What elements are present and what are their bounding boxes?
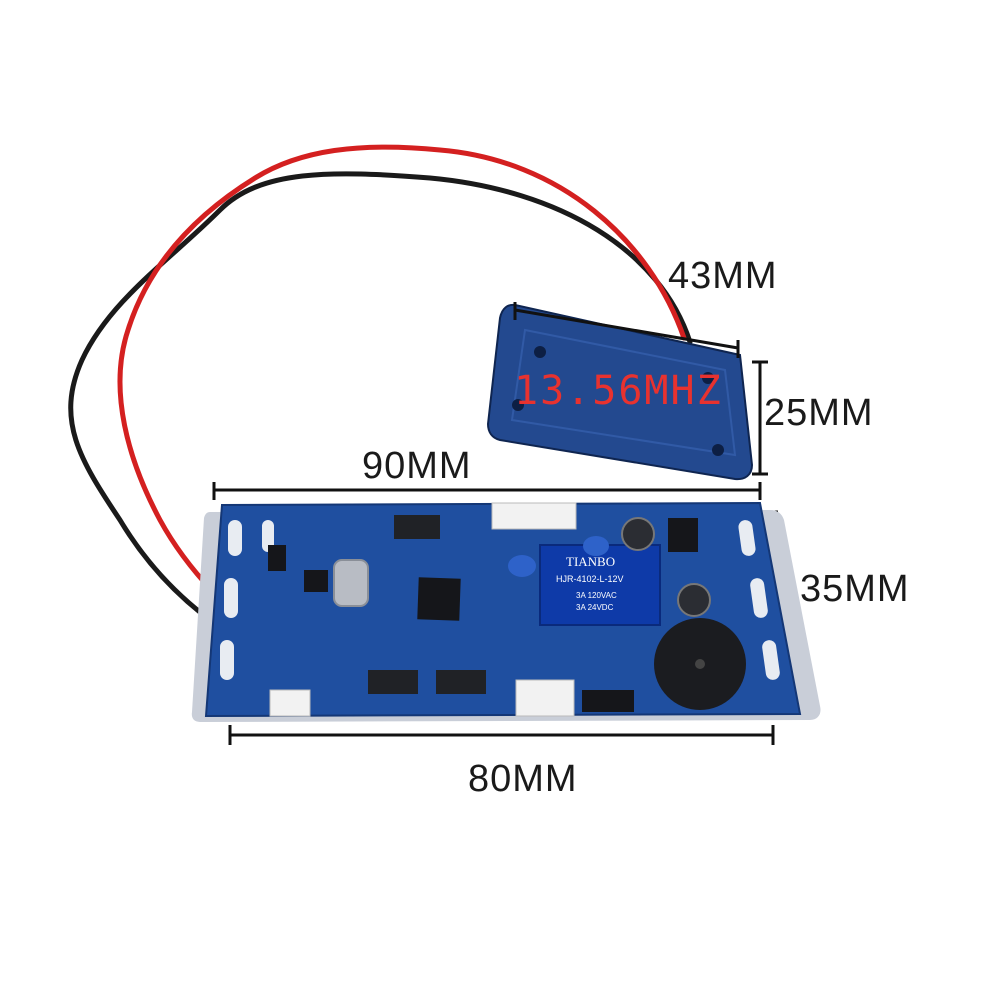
relay-rating-2: 3A 24VDC [576, 603, 614, 612]
slide-switch [436, 670, 486, 694]
microcontroller-chip [417, 577, 461, 621]
slide-switch [394, 515, 440, 539]
small-chip [268, 545, 286, 571]
frequency-label: 13.56MHZ [514, 368, 723, 414]
mount-hole [712, 444, 724, 456]
small-chip [304, 570, 328, 592]
rfid-reader-module [486, 303, 754, 481]
voltage-regulator [668, 518, 698, 552]
mount-hole [512, 399, 524, 411]
board-height-label: 35MM [800, 568, 910, 610]
board-hole-spacing-label: 80MM [468, 758, 578, 800]
mount-hole [534, 346, 546, 358]
relay [539, 544, 661, 626]
relay-model: HJR-4102-L-12V [556, 574, 624, 584]
crystal-oscillator [333, 559, 369, 607]
wire-connector [269, 689, 311, 717]
power-connector [515, 679, 575, 717]
mount-hole [702, 372, 714, 384]
reader-width-label: 43MM [668, 255, 778, 297]
relay-brand: TIANBO [566, 554, 615, 569]
blue-capacitor [583, 536, 609, 556]
header-connector [491, 502, 577, 530]
board-total-width-label: 90MM [362, 445, 472, 487]
controller-pcb: TIANBO HJR-4102-L-12V 3A 120VAC 3A 24VDC [191, 501, 821, 722]
mount-slot [220, 520, 780, 680]
pin-header [582, 690, 634, 712]
electrolytic-capacitor [677, 583, 711, 617]
reader-height-label: 25MM [764, 392, 874, 434]
blue-capacitor [508, 555, 536, 577]
relay-rating-1: 3A 120VAC [576, 591, 617, 600]
electrolytic-capacitor [621, 517, 655, 551]
slide-switch [368, 670, 418, 694]
